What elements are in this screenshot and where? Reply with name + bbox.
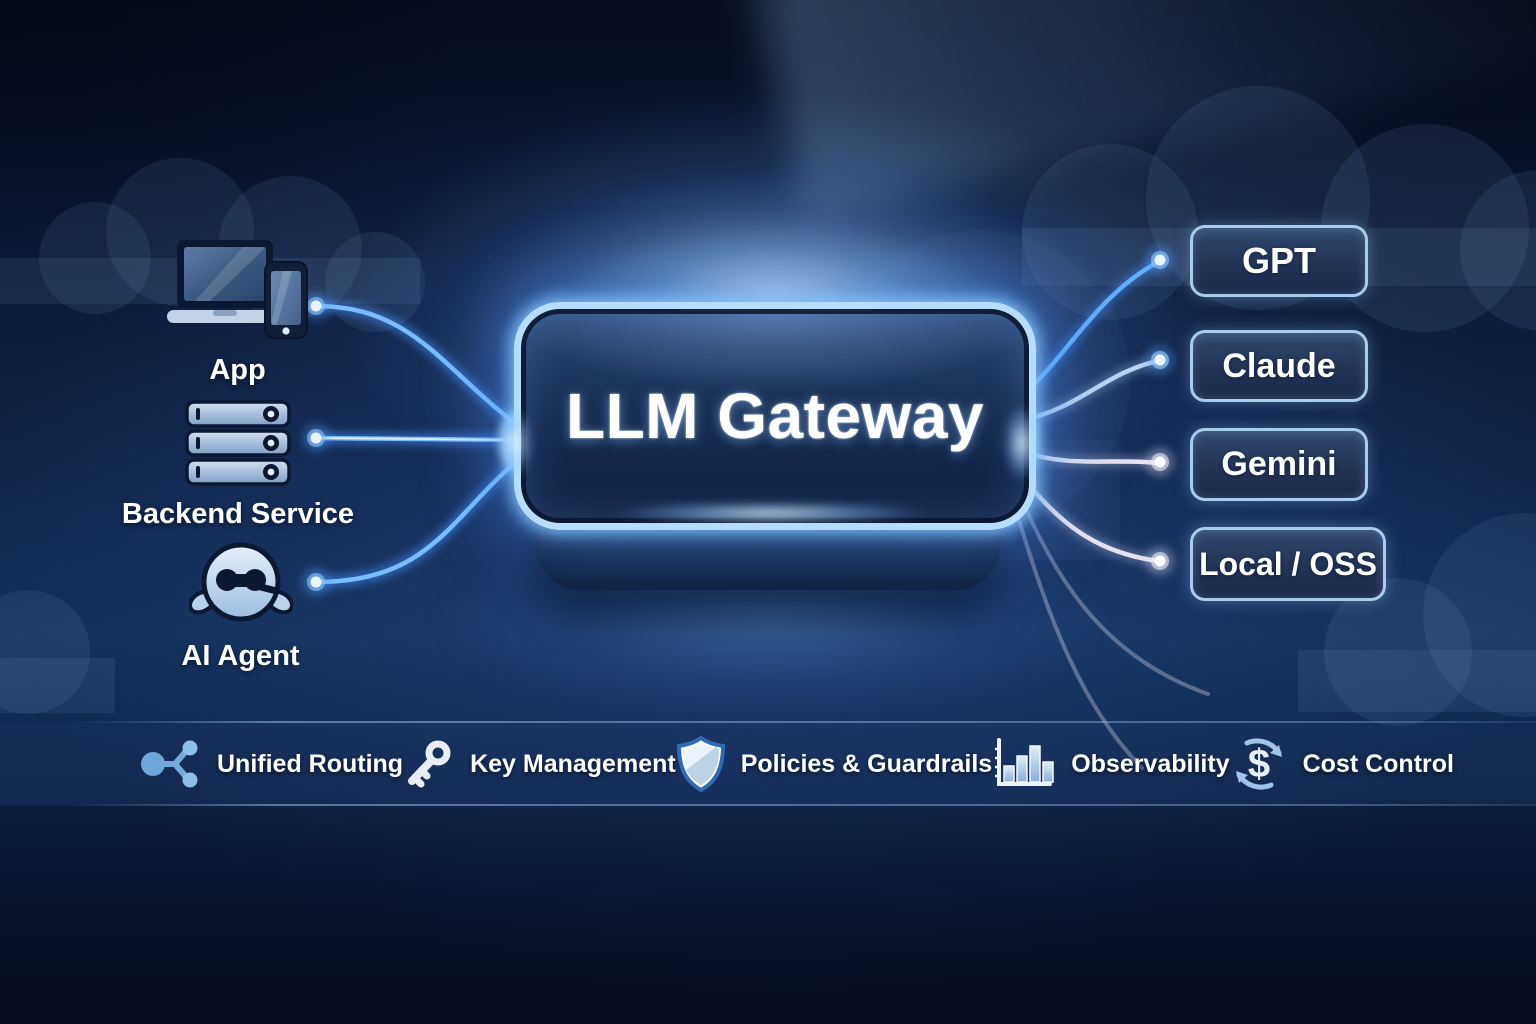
bar-chart-icon: [995, 738, 1054, 786]
feature-strip: Unified Routing Key Management Policies …: [140, 731, 1454, 797]
feature-cost-control: $ Cost Control: [1230, 735, 1454, 793]
provider-box-gpt: GPT: [1190, 225, 1368, 297]
provider-label: GPT: [1241, 240, 1316, 281]
client-node-ai-agent: AI Agent: [138, 538, 343, 673]
feature-label: Unified Routing: [217, 749, 404, 778]
server-stack-icon: [185, 400, 291, 486]
feature-label: Observability: [1071, 749, 1230, 778]
provider-label: Local / OSS: [1199, 545, 1377, 582]
dollar-cycle-icon: $: [1235, 738, 1282, 790]
provider-box-claude: Claude: [1190, 330, 1368, 402]
client-node-backend-service: Backend Service: [118, 400, 358, 531]
client-node-label: App: [209, 354, 266, 386]
feature-policies-guardrails: Policies & Guardrails: [676, 736, 993, 792]
provider-label: Gemini: [1221, 445, 1337, 483]
feature-key-management: Key Management: [403, 738, 676, 790]
shield-icon: [676, 736, 725, 792]
gateway-left-glint: [498, 408, 532, 478]
gateway-title: LLM Gateway: [565, 380, 985, 452]
connection-dots: [302, 246, 1174, 596]
feature-label: Policies & Guardrails: [740, 749, 993, 778]
client-node-app: App: [130, 238, 345, 387]
gateway-right-glint: [1004, 405, 1040, 481]
key-icon: [408, 740, 451, 788]
divider-top: [70, 721, 1536, 723]
robot-icon: [188, 542, 293, 622]
routing-icon: [141, 740, 198, 788]
feature-strip-band: [0, 723, 1536, 805]
divider-bottom: [70, 804, 1536, 806]
feature-unified-routing: Unified Routing: [140, 738, 403, 790]
feature-label: Cost Control: [1302, 749, 1454, 778]
client-node-label: Backend Service: [121, 498, 355, 530]
provider-label: Claude: [1222, 346, 1336, 385]
gateway-bottom-glint: [610, 503, 930, 523]
feature-observability: Observability: [992, 737, 1230, 791]
llm-gateway-box: LLM Gateway: [514, 302, 1036, 530]
dollar-glyph: $: [1247, 742, 1269, 786]
bottom-shade: [0, 806, 1536, 1024]
client-node-label: AI Agent: [181, 640, 300, 672]
provider-box-gemini: Gemini: [1190, 428, 1368, 501]
feature-label: Key Management: [470, 749, 676, 778]
laptop-phone-icon: [166, 240, 308, 339]
provider-box-local-oss: Local / OSS: [1190, 527, 1386, 601]
